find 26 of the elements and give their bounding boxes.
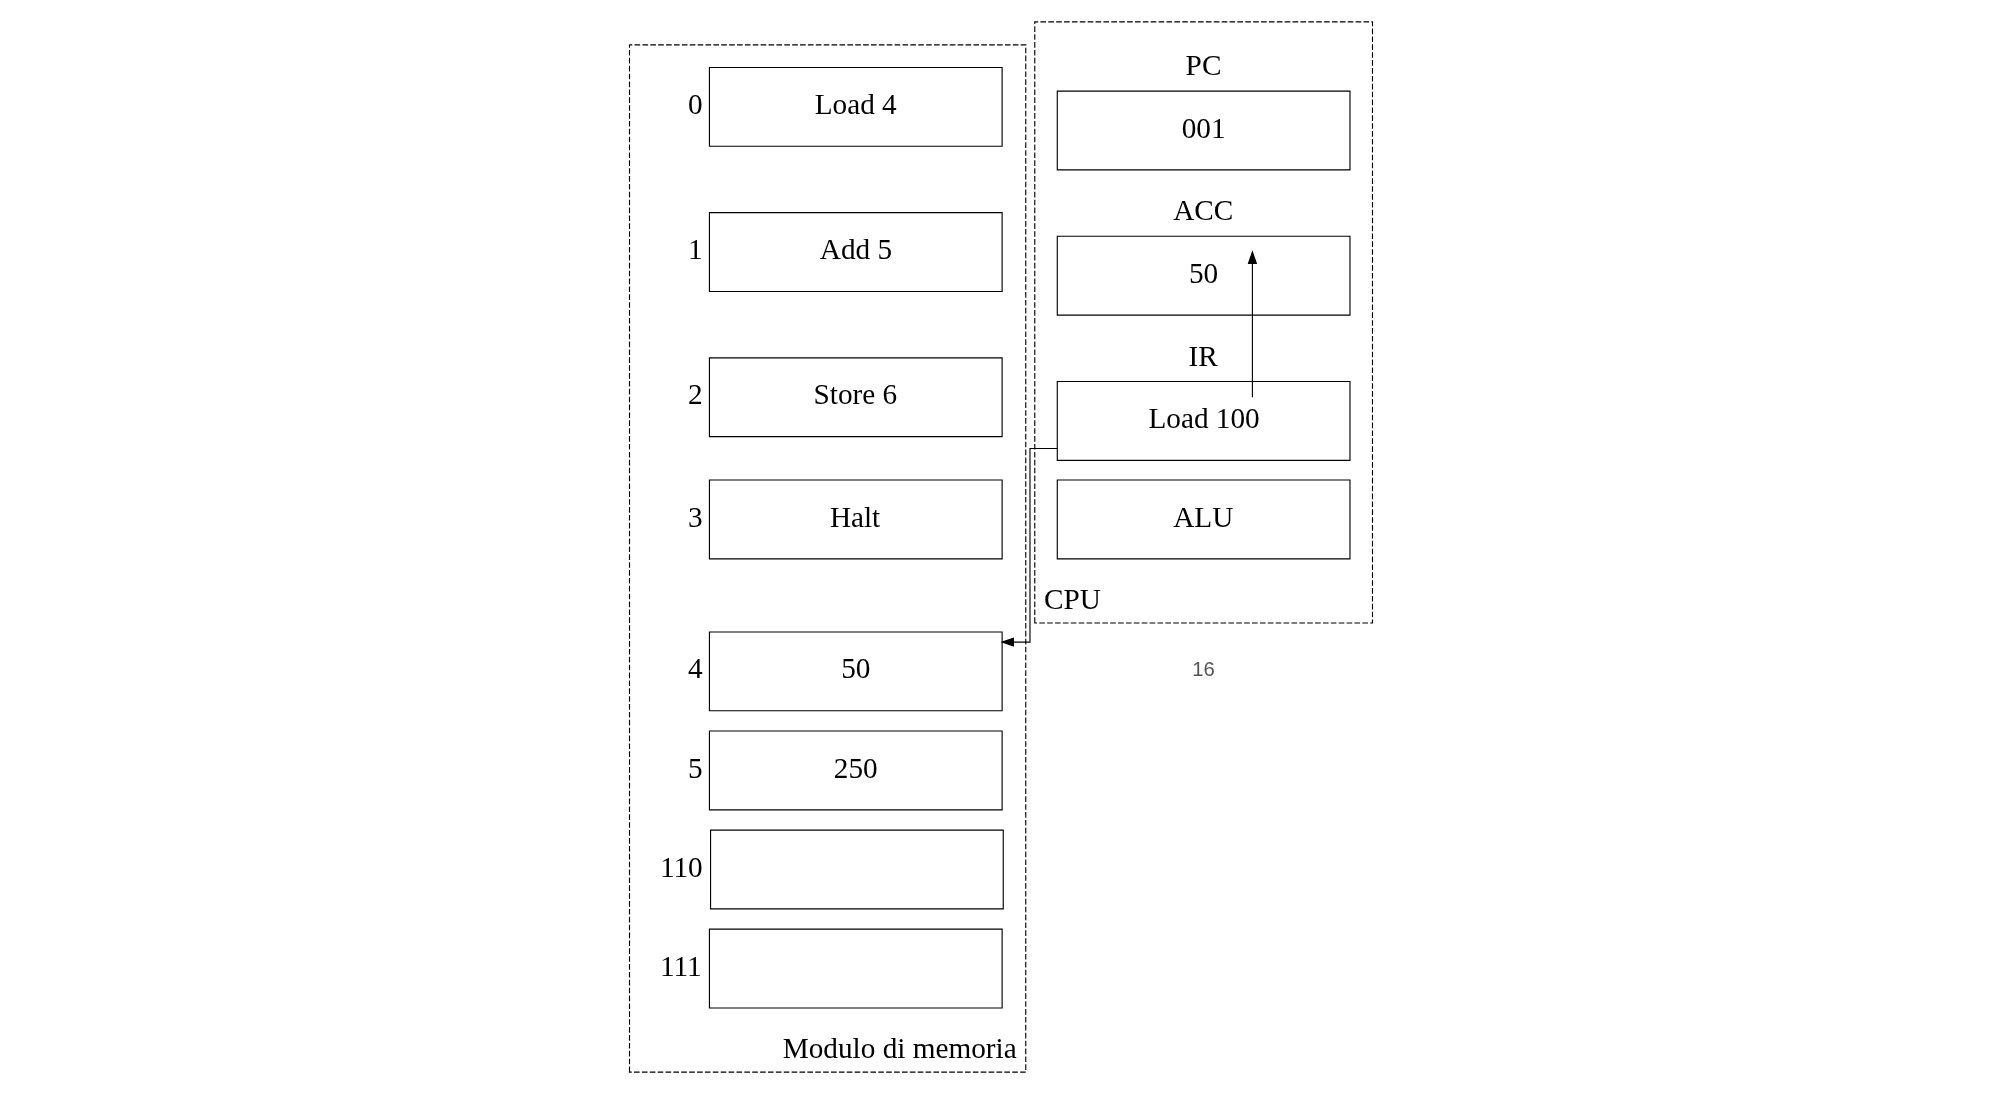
node-label: ACC bbox=[1172, 194, 1233, 227]
node-label: 110 bbox=[659, 850, 703, 883]
node-label: IR bbox=[1187, 339, 1218, 372]
node-box: Store 6 bbox=[708, 357, 1003, 438]
node-label: 3 bbox=[687, 500, 703, 533]
node-label: 4 bbox=[687, 652, 703, 685]
node-box: 250 bbox=[708, 730, 1003, 811]
node-box: Load 4 bbox=[708, 66, 1003, 147]
node-box bbox=[708, 928, 1003, 1009]
arrow bbox=[999, 447, 1058, 647]
node-box: ALU bbox=[1056, 479, 1351, 560]
label: 16 bbox=[1191, 658, 1215, 681]
node-box bbox=[709, 829, 1004, 910]
node-box: 50 bbox=[1056, 235, 1351, 316]
node-box: 001 bbox=[1056, 90, 1351, 171]
node-box: Add 5 bbox=[708, 212, 1003, 293]
node-label: PC bbox=[1185, 49, 1221, 82]
node-label: 0 bbox=[687, 87, 703, 120]
node-label: 111 bbox=[659, 949, 702, 982]
arrow bbox=[1247, 250, 1257, 398]
node-label: 1 bbox=[687, 233, 703, 266]
node-box: Halt bbox=[708, 479, 1003, 560]
node-label: 5 bbox=[687, 751, 703, 784]
node-box: Load 100 bbox=[1056, 380, 1351, 461]
node-box: 50 bbox=[708, 631, 1003, 712]
node-label: 2 bbox=[687, 378, 703, 411]
